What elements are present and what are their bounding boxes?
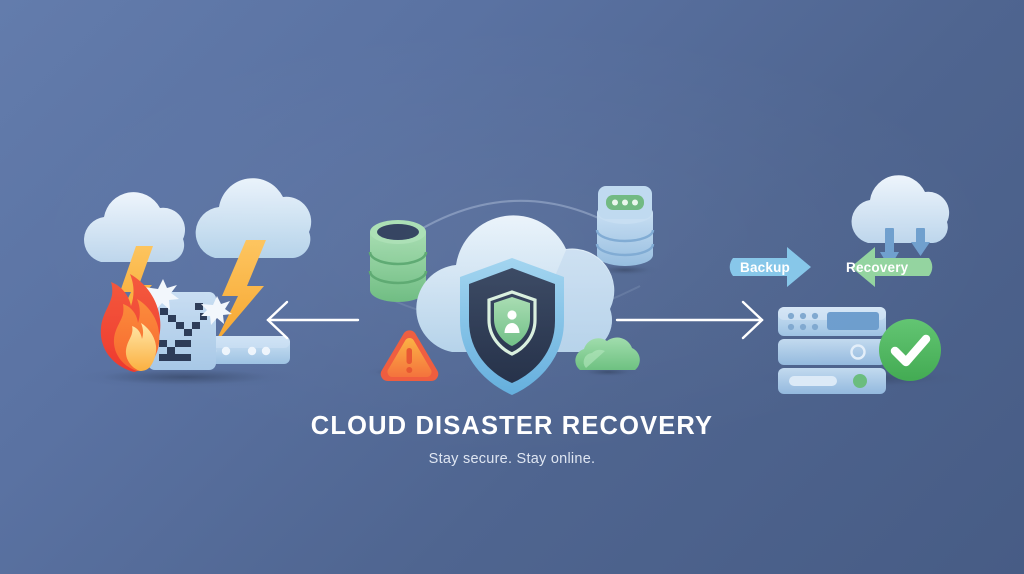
ground-shadow: [65, 366, 305, 388]
badge-label-backup[interactable]: Backup: [740, 260, 790, 275]
badge-backup[interactable]: [729, 247, 811, 287]
fire-icon: [100, 274, 161, 372]
recovery-flow-arrow-right: [615, 300, 764, 340]
server-stack-icon: [778, 307, 886, 394]
recovery-scene: [752, 175, 972, 394]
page-subtitle: Stay secure. Stay online.: [428, 451, 596, 468]
success-check-icon: [879, 319, 941, 381]
disaster-scene: [65, 178, 312, 388]
page-title: CLOUD DISASTER RECOVERY: [310, 412, 714, 440]
download-arrow-icon: [911, 228, 930, 256]
glitch-pattern: [159, 303, 207, 361]
storm-cloud-icon: [84, 192, 186, 262]
cloud-protection-scene: [366, 186, 659, 395]
database-blue-icon: [591, 186, 659, 276]
lightning-bolt-icon: [214, 240, 266, 345]
failure-flow-arrow-left: [266, 300, 360, 340]
status-light: [853, 374, 867, 388]
warning-triangle-icon: [380, 330, 439, 382]
indicator-lights: [787, 312, 819, 331]
impact-star-icon: [144, 279, 179, 311]
cloud-sync-download-icon: [851, 175, 950, 268]
bush-icon: [575, 337, 640, 377]
badge-label-recovery[interactable]: Recovery: [846, 260, 909, 275]
impact-star-icon: [201, 296, 232, 325]
lock-badge-icon: [487, 290, 537, 356]
title-block: CLOUD DISASTER RECOVERY Stay secure. Sta…: [0, 412, 1024, 467]
storm-cloud-icon: [195, 178, 312, 258]
status-dots: [612, 199, 638, 206]
badge-recovery[interactable]: [851, 247, 933, 287]
damaged-server-screen-icon: [144, 279, 232, 370]
security-shield-icon: [460, 258, 564, 395]
